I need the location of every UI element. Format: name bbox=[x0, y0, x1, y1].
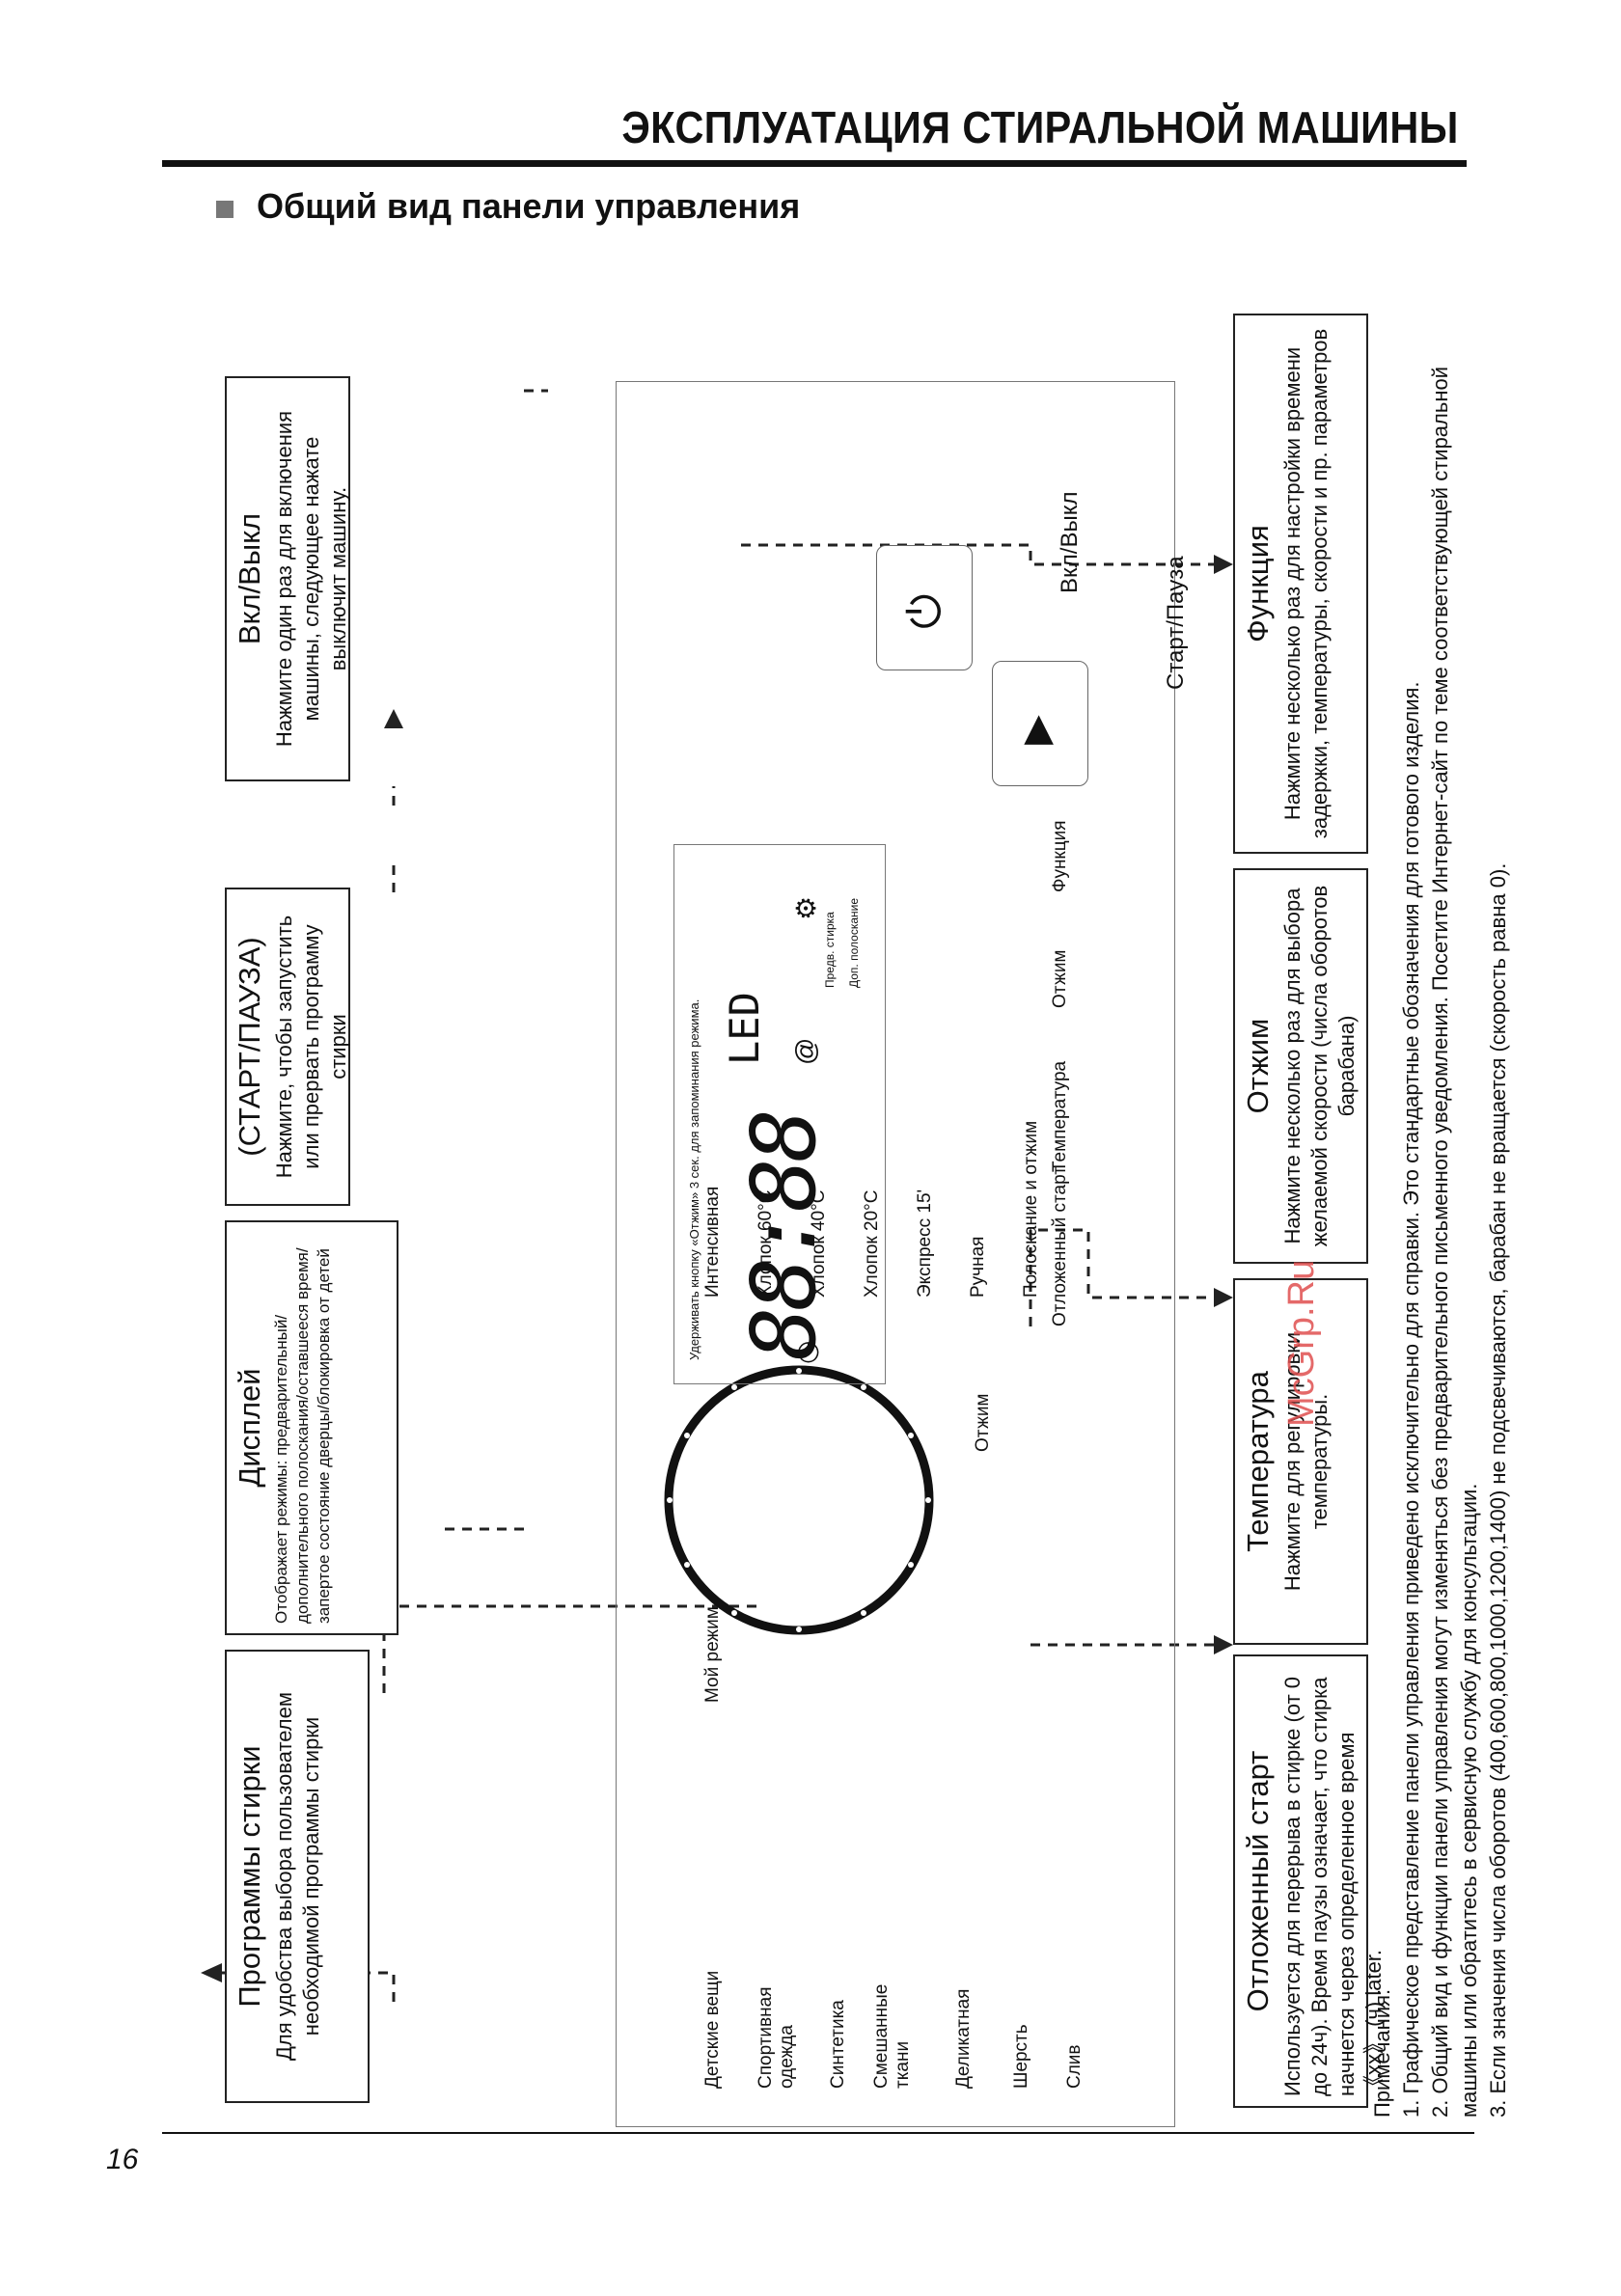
power-label: Вкл/Выкл bbox=[1057, 491, 1083, 593]
power-callout: Вкл/Выкл Нажмите один раз для включения … bbox=[225, 376, 350, 781]
spin-callout: Отжим Нажмите несколько раз для выбора ж… bbox=[1233, 868, 1368, 1264]
power-icon: ⏻ bbox=[899, 593, 949, 629]
watermark: McGrp.Ru bbox=[1281, 1259, 1322, 1427]
pre-wash-label: Предв. стирка bbox=[823, 912, 837, 988]
section-title: Общий вид панели управления bbox=[257, 186, 801, 226]
spin-callout-body: Нажмите несколько раз для выбора желаемо… bbox=[1280, 885, 1359, 1247]
temperature-button[interactable]: Температура bbox=[1050, 1060, 1070, 1172]
control-panel-diagram: Программы стирки Для удобства выбора пол… bbox=[162, 260, 1510, 2137]
note-item: 2. Общий вид и функции панели управления… bbox=[1428, 366, 1481, 2118]
program-spin[interactable]: Отжим bbox=[973, 1393, 993, 1453]
function-callout-title: Функция bbox=[1241, 525, 1275, 642]
program-item[interactable]: Шерсть bbox=[1011, 2024, 1031, 2089]
display-hint: Удерживать кнопку «Отжим» 3 сек. для зап… bbox=[687, 998, 701, 1360]
power-callout-title: Вкл/Выкл bbox=[233, 512, 266, 645]
note-item: 3. Если значения числа оборотов (400,600… bbox=[1486, 862, 1510, 2118]
display-area: Удерживать кнопку «Отжим» 3 сек. для зап… bbox=[673, 844, 886, 1384]
function-callout-body: Нажмите несколько раз для настройки врем… bbox=[1280, 328, 1332, 839]
page-number: 16 bbox=[106, 2144, 139, 2175]
program-item[interactable]: Деликатная bbox=[953, 1988, 974, 2089]
lcd-led: LED bbox=[721, 992, 768, 1065]
start-pause-button[interactable]: ▶ bbox=[992, 661, 1088, 786]
function-callout: Функция Нажмите несколько раз для настро… bbox=[1233, 314, 1368, 854]
extra-rinse-label: Доп. полоскание bbox=[847, 897, 861, 988]
lcd-time: 88:88 bbox=[732, 1112, 836, 1360]
power-callout-body: Нажмите один раз для включения машины, с… bbox=[272, 410, 350, 748]
footer-rule bbox=[162, 2132, 1474, 2134]
programs-callout: Программы стирки Для удобства выбора пол… bbox=[225, 1650, 370, 2103]
notes-heading: Примечания: bbox=[1370, 1988, 1394, 2118]
program-item[interactable]: Слив bbox=[1064, 2044, 1085, 2089]
spin-callout-title: Отжим bbox=[1241, 1018, 1275, 1114]
programs-callout-title: Программы стирки bbox=[233, 1745, 266, 2008]
play-pause-icon: ▶ bbox=[1015, 715, 1058, 745]
clock-icon: ◷ bbox=[791, 1340, 821, 1364]
power-button[interactable]: ⏻ bbox=[876, 545, 973, 670]
program-item[interactable]: Синтетика bbox=[828, 2000, 848, 2089]
gear-icon: ⚙ bbox=[791, 895, 821, 920]
start-pause-callout-body: Нажмите, чтобы запустить или прервать пр… bbox=[272, 915, 350, 1179]
program-dial[interactable] bbox=[635, 1336, 963, 1664]
program-item[interactable]: Ручная bbox=[968, 1236, 988, 1298]
programs-callout-body: Для удобства выбора пользователем необхо… bbox=[272, 1692, 323, 2062]
program-item[interactable]: Детские вещи bbox=[702, 1970, 723, 2089]
start-pause-callout-title: (СТАРТ/ПАУЗА) bbox=[233, 937, 266, 1157]
spiral-icon: @ bbox=[790, 1037, 820, 1065]
delay-start-button[interactable]: Отложенный старт bbox=[1050, 1166, 1070, 1326]
function-button[interactable]: Функция bbox=[1050, 820, 1070, 892]
start-pause-callout: (СТАРТ/ПАУЗА) Нажмите, чтобы запустить и… bbox=[225, 888, 350, 1206]
display-callout-body: Отображает режимы: предварительный/допол… bbox=[272, 1247, 333, 1624]
spin-button[interactable]: Отжим bbox=[1050, 949, 1070, 1009]
temperature-callout-title: Температура bbox=[1241, 1371, 1275, 1552]
section-bullet-icon bbox=[216, 201, 234, 218]
start-label: Старт/Пауза bbox=[1163, 556, 1189, 690]
title-rule bbox=[162, 160, 1467, 167]
display-callout: Дисплей Отображает режимы: предварительн… bbox=[225, 1220, 398, 1635]
note-item: 1. Графическое представление панели упра… bbox=[1399, 681, 1423, 2118]
program-item[interactable]: Смешанные ткани bbox=[871, 1983, 913, 2089]
display-callout-title: Дисплей bbox=[233, 1368, 266, 1488]
program-item[interactable]: Спортивная одежда bbox=[756, 1986, 797, 2089]
program-my-mode[interactable]: Мой режим bbox=[702, 1606, 723, 1703]
program-item[interactable]: Экспресс 15' bbox=[915, 1189, 935, 1298]
page-title: ЭКСПЛУАТАЦИЯ СТИРАЛЬНОЙ МАШИНЫ bbox=[621, 102, 1459, 152]
delay-callout-title: Отложенный старт bbox=[1241, 1750, 1275, 2012]
program-item[interactable]: Полоскание и отжим bbox=[1021, 1120, 1041, 1298]
delay-callout: Отложенный старт Используется для переры… bbox=[1233, 1654, 1386, 2108]
notes: Примечания: 1. Графическое представление… bbox=[1368, 304, 1513, 2118]
